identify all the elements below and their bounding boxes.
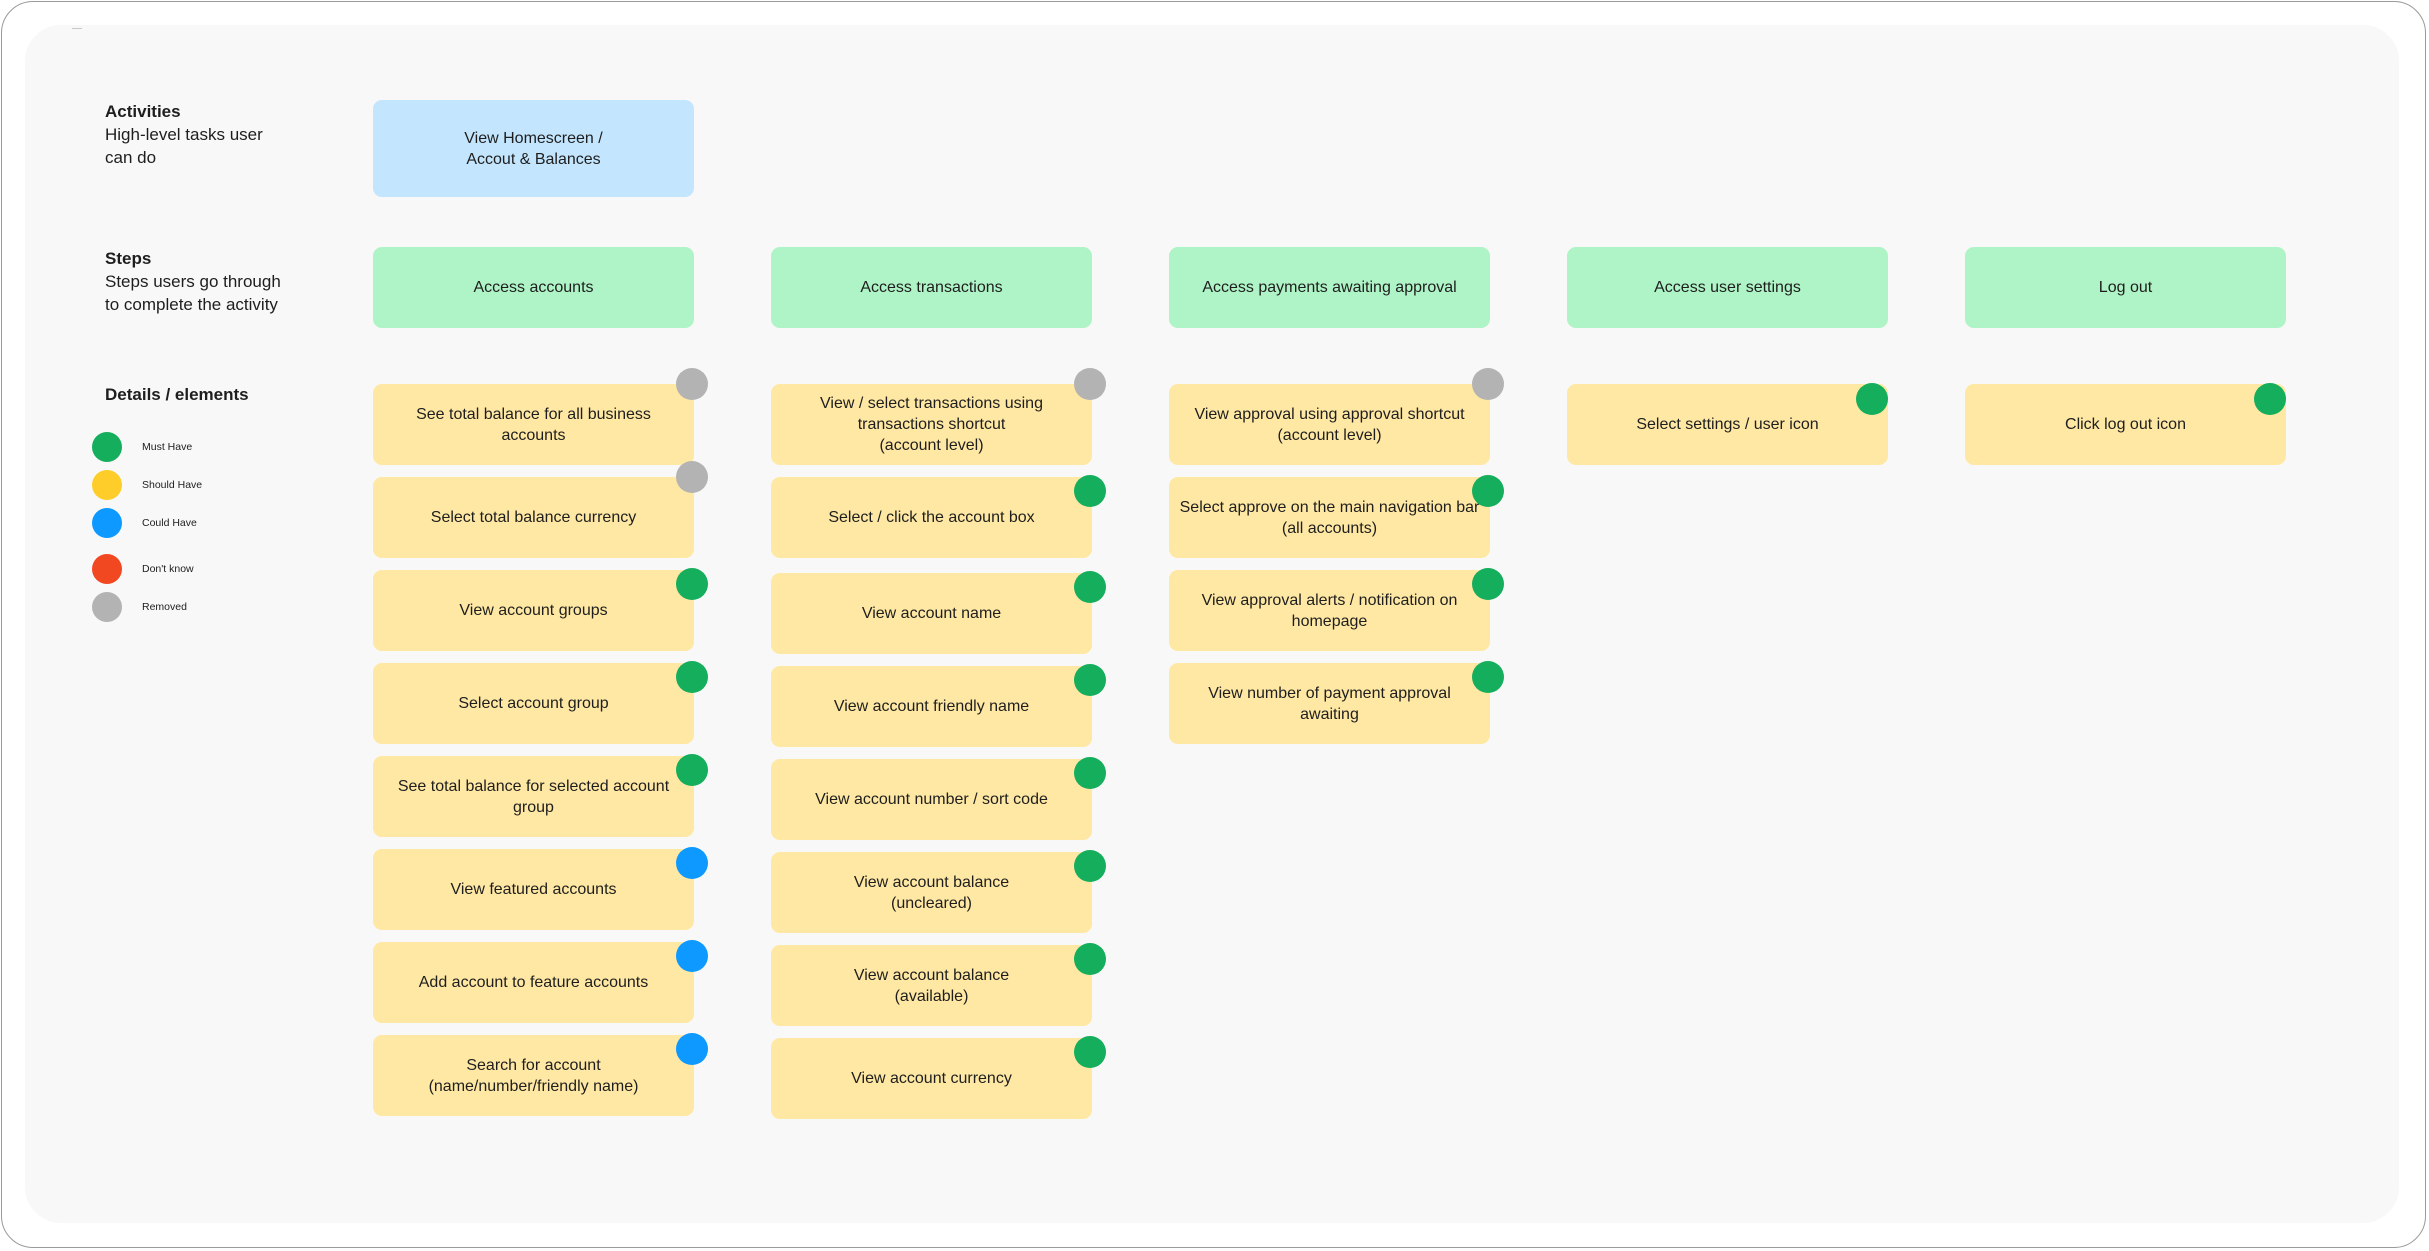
priority-dot-must [676,661,708,693]
corner-mark [72,28,82,29]
detail-card-label: Select approve on the main navigation ba… [1179,498,1480,537]
step-card[interactable]: Access user settings [1567,247,1888,328]
detail-card-label: View account groups [459,602,608,619]
detail-card-label: View account currency [851,1070,1012,1087]
detail-card-label: Select account group [458,695,609,712]
legend-dot-dont-know [92,554,122,584]
legend-label-should: Should Have [142,479,203,491]
priority-dot-must [676,754,708,786]
priority-dot-must [1472,475,1504,507]
priority-dot-must [1472,568,1504,600]
detail-card[interactable]: See total balance for all business accou… [373,384,694,465]
step-card-label: Access user settings [1654,279,1801,296]
priority-dot-must [1074,850,1106,882]
legend-dot-removed [92,592,122,622]
step-card[interactable]: Access payments awaiting approval [1169,247,1490,328]
steps-description: Steps users go through to complete the a… [105,272,281,314]
detail-card[interactable]: View account balance (uncleared) [771,852,1092,933]
priority-dot-must [1074,664,1106,696]
details-title: Details / elements [105,385,249,404]
steps-label: Steps Steps users go through to complete… [105,247,345,316]
priority-dot-must [1472,661,1504,693]
activities-description: High-level tasks user can do [105,125,263,167]
detail-card-label: View featured accounts [450,881,617,898]
detail-card-label: See total balance for all business accou… [416,405,651,444]
step-card[interactable]: Access accounts [373,247,694,328]
detail-card-label: Select settings / user icon [1636,416,1819,433]
priority-dot-must [1074,943,1106,975]
step-card-label: Access transactions [860,279,1003,296]
detail-card[interactable]: View approval alerts / notification on h… [1169,570,1490,651]
detail-card[interactable]: Select account group [373,663,694,744]
detail-card[interactable]: Click log out icon [1965,384,2286,465]
detail-card-label: Click log out icon [2065,416,2186,433]
activity-card-label: View Homescreen / Accout & Balances [464,129,603,168]
detail-card-label: Search for account (name/number/friendly… [428,1056,639,1095]
detail-card[interactable]: Add account to feature accounts [373,942,694,1023]
detail-card[interactable]: View approval using approval shortcut (a… [1169,384,1490,465]
priority-dot-must [1074,571,1106,603]
legend-dot-could [92,508,122,538]
detail-card-label: View account number / sort code [815,791,1048,808]
legend-label-must: Must Have [142,441,193,453]
detail-card[interactable]: Select settings / user icon [1567,384,1888,465]
priority-dot-removed [676,461,708,493]
priority-dot-could [676,1033,708,1065]
detail-card[interactable]: View account groups [373,570,694,651]
detail-card[interactable]: View number of payment approval awaiting [1169,663,1490,744]
detail-card-label: View account friendly name [833,698,1030,715]
priority-dot-must [1074,475,1106,507]
priority-dot-must [1856,383,1888,415]
priority-dot-removed [676,368,708,400]
detail-card-label: View approval using approval shortcut (a… [1194,405,1465,444]
detail-card[interactable]: View featured accounts [373,849,694,930]
detail-card-label: View approval alerts / notification on h… [1201,591,1458,630]
legend-dot-should [92,470,122,500]
detail-card[interactable]: Select approve on the main navigation ba… [1169,477,1490,558]
priority-dot-must [2254,383,2286,415]
details-label: Details / elements [105,383,345,406]
detail-card[interactable]: See total balance for selected account g… [373,756,694,837]
detail-card-label: See total balance for selected account g… [397,777,670,816]
legend-label-dont-know: Don't know [142,563,194,575]
detail-card[interactable]: View / select transactions using transac… [771,384,1092,465]
priority-dot-must [676,568,708,600]
step-card-label: Access payments awaiting approval [1202,279,1457,296]
activity-card-homescreen[interactable]: View Homescreen / Accout & Balances [373,100,694,197]
priority-dot-removed [1472,368,1504,400]
detail-card-label: View account balance (uncleared) [853,873,1010,912]
detail-card[interactable]: View account balance (available) [771,945,1092,1026]
detail-card-label: Select / click the account box [828,509,1035,526]
legend-label-removed: Removed [142,601,187,613]
detail-card-label: View number of payment approval awaiting [1208,684,1451,723]
legend-label-could: Could Have [142,517,197,529]
priority-dot-could [676,940,708,972]
detail-card[interactable]: Select total balance currency [373,477,694,558]
step-card-label: Log out [2098,279,2153,296]
detail-card[interactable]: Select / click the account box [771,477,1092,558]
priority-dot-could [676,847,708,879]
detail-card-label: Select total balance currency [430,509,637,526]
step-card[interactable]: Access transactions [771,247,1092,328]
detail-card-label: View account balance (available) [853,966,1010,1005]
legend-dot-must [92,432,122,462]
steps-title: Steps [105,249,152,268]
detail-card-label: Add account to feature accounts [418,974,649,991]
detail-card[interactable]: View account currency [771,1038,1092,1119]
priority-dot-must [1074,757,1106,789]
detail-card-label: View account name [861,605,1002,622]
detail-card-label: View / select transactions using transac… [820,395,1043,454]
detail-card[interactable]: View account name [771,573,1092,654]
detail-card[interactable]: View account number / sort code [771,759,1092,840]
detail-card[interactable]: View account friendly name [771,666,1092,747]
activities-label: Activities High-level tasks user can do [105,100,345,169]
activities-title: Activities [105,102,181,121]
step-card-label: Access accounts [473,279,594,296]
step-card[interactable]: Log out [1965,247,2286,328]
priority-dot-removed [1074,368,1106,400]
detail-card[interactable]: Search for account (name/number/friendly… [373,1035,694,1116]
priority-dot-must [1074,1036,1106,1068]
